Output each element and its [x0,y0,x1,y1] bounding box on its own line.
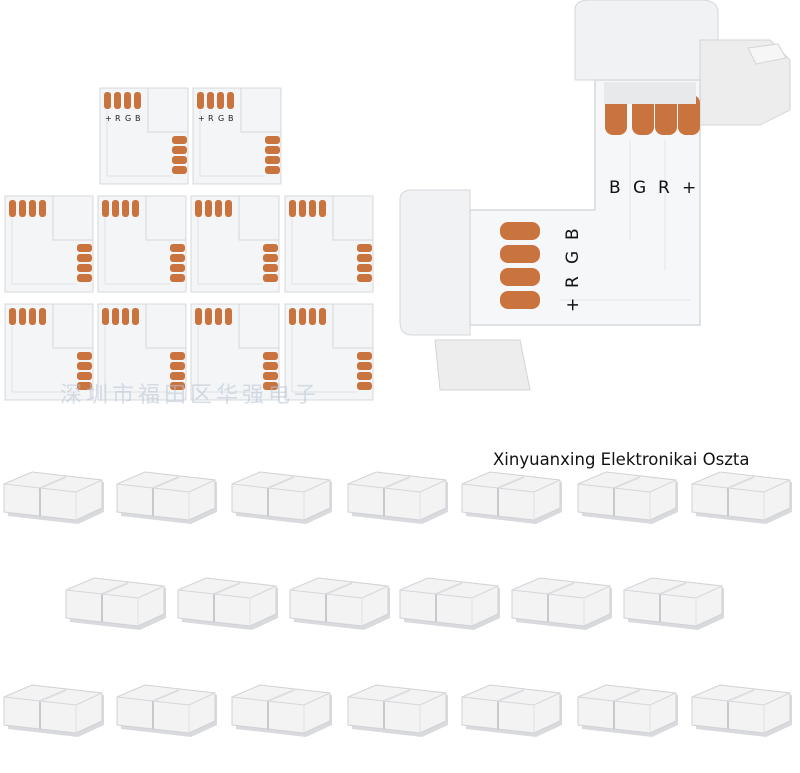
clip-connector [461,471,563,525]
clip-connector [3,471,105,525]
watermark-text: 深圳市福田区华强电子 [60,383,320,408]
clip-connector [116,684,218,738]
svg-text:B: B [135,114,141,123]
pad-label-r: R [658,178,670,198]
pcb-board [97,195,187,293]
clip-connector [116,471,218,525]
pad-label-plus-rot: + [563,298,583,312]
clip-connector [177,577,279,631]
pad-label-g: G [633,178,646,198]
svg-text:+: + [105,114,112,123]
svg-text:G: G [218,114,224,123]
pad-label-r-rot: R [563,276,583,288]
pcb-board [4,195,94,293]
brand-caption: Xinyuanxing Elektronikai Oszta [493,450,750,469]
pcb-grid [4,87,374,401]
pad-label-b: B [609,178,621,198]
pad-label-b-rot: B [563,228,583,240]
clip-connector [231,684,333,738]
clip-connector [577,471,679,525]
pcb-silkscreen: + R G B + R G B [105,114,234,123]
pcb-board [192,87,282,185]
pcb-board [190,195,280,293]
clip-connector [691,471,793,525]
clip-connector [691,684,793,738]
large-l-connector: B G R + + R G B [399,0,791,391]
clip-connector [231,471,333,525]
clip-connectors [3,471,793,738]
clip-connector [399,577,501,631]
pad-label-plus: + [682,178,696,198]
pad-label-g-rot: G [563,251,583,264]
clip-connector [65,577,167,631]
svg-text:R: R [208,114,214,123]
clip-connector [3,684,105,738]
svg-text:R: R [115,114,121,123]
clip-connector [289,577,391,631]
pcb-board [284,195,374,293]
svg-text:B: B [228,114,234,123]
pcb-board [99,87,189,185]
clip-connector [347,684,449,738]
clip-connector [347,471,449,525]
clip-connector [511,577,613,631]
svg-text:G: G [125,114,131,123]
clip-connector [577,684,679,738]
clip-connector [461,684,563,738]
clip-connector [623,577,725,631]
svg-text:+: + [198,114,205,123]
